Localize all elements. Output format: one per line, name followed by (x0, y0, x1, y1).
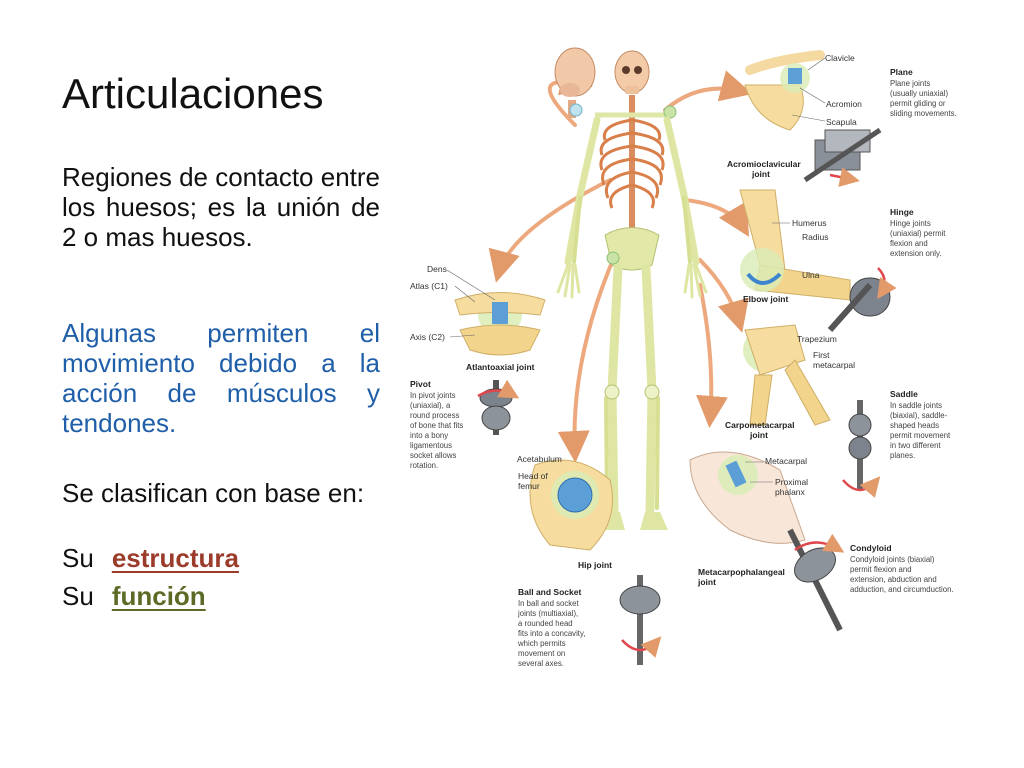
slide-title: Articulaciones (62, 70, 324, 117)
condyloid-title: Condyloid (850, 543, 892, 553)
ball-desc-4: fits into a concavity, (518, 629, 585, 638)
label-atlantoaxial: Atlantoaxial joint (466, 362, 535, 372)
label-head-femur-2: femur (518, 481, 540, 491)
pivot-desc-2: (uniaxial), a (410, 401, 451, 410)
ball-title: Ball and Socket (518, 587, 581, 597)
function-link[interactable]: función (111, 581, 206, 611)
label-clavicle: Clavicle (825, 53, 855, 63)
label-acetabulum: Acetabulum (517, 454, 562, 464)
label-proximal: Proximal (775, 477, 808, 487)
label-mcp-joint-2: joint (697, 577, 716, 587)
structure-prefix: Su (62, 543, 94, 573)
saddle-desc-4: permit movement (890, 431, 951, 440)
movement-text: Algunas permiten el movimiento debido a … (62, 318, 380, 438)
saddle-desc-6: planes. (890, 451, 915, 460)
label-metacarpal: Metacarpal (765, 456, 807, 466)
condyloid-desc-3: extension, abduction and (850, 575, 937, 584)
atlantoaxial-panel: Dens Atlas (C1) Axis (C2) Atlantoaxial j… (410, 264, 546, 470)
ball-desc-1: In ball and socket (518, 599, 580, 608)
connector-arrows (488, 64, 753, 463)
pivot-desc-1: In pivot joints (410, 391, 456, 400)
function-prefix: Su (62, 581, 94, 611)
label-proximal-2: phalanx (775, 487, 806, 497)
joint-types-figure: Clavicle Acromion Scapula Acromioclavicu… (410, 47, 957, 668)
structure-link[interactable]: estructura (111, 543, 239, 573)
label-radius: Radius (802, 232, 828, 242)
label-head-femur: Head of (518, 471, 548, 481)
definition-text: Regiones de contacto entre los huesos; e… (62, 162, 380, 252)
saddle-desc-3: shaped heads (890, 421, 939, 430)
plane-desc-2: (usually uniaxial) (890, 89, 948, 98)
hip-panel: Acetabulum Head of femur Hip joint Ball … (517, 454, 662, 668)
label-ac-joint: Acromioclavicular (727, 159, 801, 169)
pivot-desc-8: rotation. (410, 461, 438, 470)
pivot-desc-5: into a bony (410, 431, 448, 440)
ball-desc-6: movement on (518, 649, 565, 658)
ball-desc-3: a rounded head (518, 619, 573, 628)
label-acromion: Acromion (826, 99, 862, 109)
hinge-desc-3: flexion and (890, 239, 928, 248)
condyloid-desc-4: adduction, and circumduction. (850, 585, 954, 594)
pivot-desc-4: of bone that fits (410, 421, 463, 430)
label-elbow-joint: Elbow joint (743, 294, 788, 304)
metacarpophalangeal-panel: Metacarpal Proximal phalanx Metacarpopha… (689, 451, 954, 632)
plane-desc-4: sliding movements. (890, 109, 957, 118)
carpometacarpal-panel: Trapezium First metacarpal Carpometacarp… (725, 324, 951, 498)
plane-title: Plane (890, 67, 913, 77)
condyloid-desc-1: Condyloid joints (biaxial) (850, 555, 935, 564)
condyloid-desc-2: permit flexion and (850, 565, 912, 574)
label-trapezium: Trapezium (797, 334, 837, 344)
pivot-desc-7: socket allows (410, 451, 456, 460)
function-item: Su función (62, 581, 206, 612)
ball-desc-7: several axes. (518, 659, 564, 668)
saddle-desc-1: In saddle joints (890, 401, 942, 410)
label-first-metacarpal-2: metacarpal (813, 360, 855, 370)
label-mcp-joint: Metacarpophalangeal (698, 567, 785, 577)
label-scapula: Scapula (826, 117, 857, 127)
label-humerus: Humerus (792, 218, 826, 228)
saddle-desc-2: (biaxial), saddle- (890, 411, 948, 420)
elbow-panel: Humerus Radius Ulna Elbow joint Hinge Hi… (739, 189, 946, 332)
label-ac-joint-2: joint (751, 169, 770, 179)
plane-desc-1: Plane joints (890, 79, 930, 88)
label-cmc-joint: Carpometacarpal (725, 420, 794, 430)
plane-desc-3: permit gliding or (890, 99, 946, 108)
label-dens: Dens (427, 264, 447, 274)
label-first-metacarpal: First (813, 350, 830, 360)
ball-desc-5: which permits (517, 639, 566, 648)
label-hip-joint: Hip joint (578, 560, 612, 570)
saddle-desc-5: in two different (890, 441, 941, 450)
pivot-desc-6: ligamentous (410, 441, 452, 450)
acromioclavicular-panel: Clavicle Acromion Scapula Acromioclavicu… (727, 50, 957, 187)
pivot-desc-3: round process (410, 411, 460, 420)
label-atlas: Atlas (C1) (410, 281, 448, 291)
hinge-desc-2: (uniaxial) permit (890, 229, 946, 238)
structure-item: Su estructura (62, 543, 239, 574)
label-axis: Axis (C2) (410, 332, 445, 342)
classification-text: Se clasifican con base en: (62, 478, 365, 508)
pivot-title: Pivot (410, 379, 431, 389)
hinge-desc-4: extension only. (890, 249, 941, 258)
label-cmc-joint-2: joint (749, 430, 768, 440)
saddle-title: Saddle (890, 389, 918, 399)
hinge-title: Hinge (890, 207, 914, 217)
ball-desc-2: joints (multiaxial), (517, 609, 578, 618)
label-ulna: Ulna (802, 270, 820, 280)
hinge-desc-1: Hinge joints (890, 219, 931, 228)
skeleton-illustration (554, 47, 708, 530)
